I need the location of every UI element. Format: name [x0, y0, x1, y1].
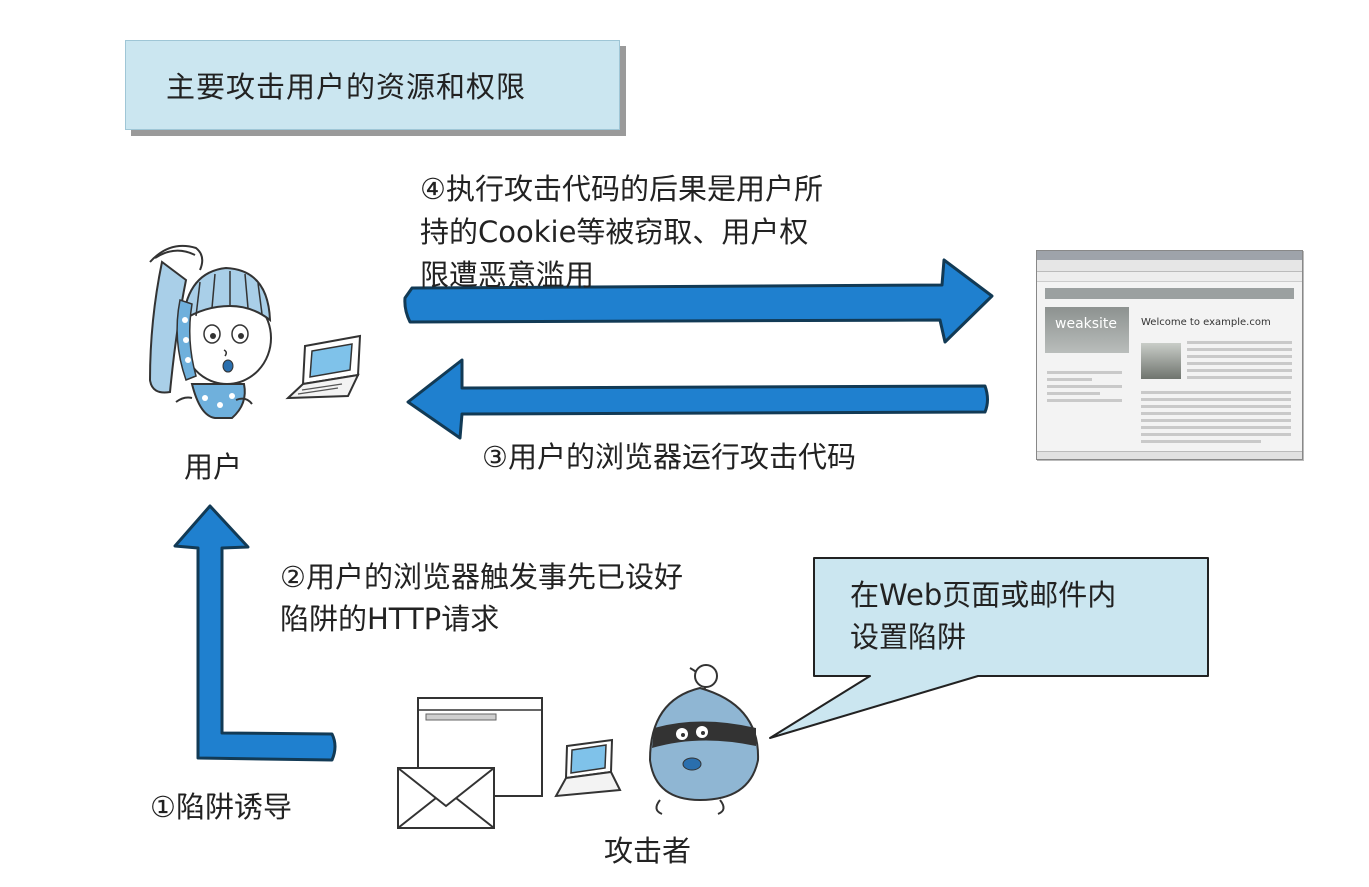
- site-heading: Welcome to example.com: [1141, 317, 1271, 328]
- browser-tabs: [1037, 272, 1302, 282]
- step1-label: ①陷阱诱导: [150, 790, 292, 824]
- site-sidebar-links: [1047, 371, 1122, 406]
- user-laptop-icon: [285, 334, 362, 400]
- site-text-block-2: [1141, 391, 1291, 447]
- arrow-step3: [406, 358, 989, 440]
- trap-email-icon: [397, 767, 495, 829]
- attacker-label: 攻击者: [604, 834, 692, 868]
- step4-label: ④执行攻击代码的后果是用户所 持的Cookie等被窃取、用户权 限遭恶意滥用: [420, 172, 823, 292]
- step2-label: ②用户的浏览器触发事先已设好 陷阱的HTTP请求: [280, 560, 683, 636]
- attacker-laptop-icon: [554, 738, 622, 798]
- arrow-step1: [173, 504, 337, 762]
- diagram-title: 主要攻击用户的资源和权限: [125, 40, 620, 130]
- attacker-avatar: [648, 664, 760, 815]
- user-label: 用户: [184, 450, 243, 484]
- user-avatar: [148, 244, 272, 419]
- site-text-block: [1187, 341, 1292, 383]
- site-nav: [1045, 288, 1294, 299]
- browser-toolbar: [1037, 260, 1302, 272]
- browser-statusbar: [1037, 451, 1302, 459]
- speech-bubble: [769, 557, 1209, 739]
- speech-bubble-text: 在Web页面或邮件内 设置陷阱: [850, 578, 1117, 654]
- site-logo: weaksite: [1045, 307, 1129, 353]
- window-titlebar: [1037, 251, 1302, 260]
- step3-label: ③用户的浏览器运行攻击代码: [482, 440, 856, 474]
- website-window: weaksite Welcome to example.com: [1036, 250, 1303, 460]
- arrow-step4: [403, 258, 994, 344]
- site-photo: [1141, 343, 1181, 379]
